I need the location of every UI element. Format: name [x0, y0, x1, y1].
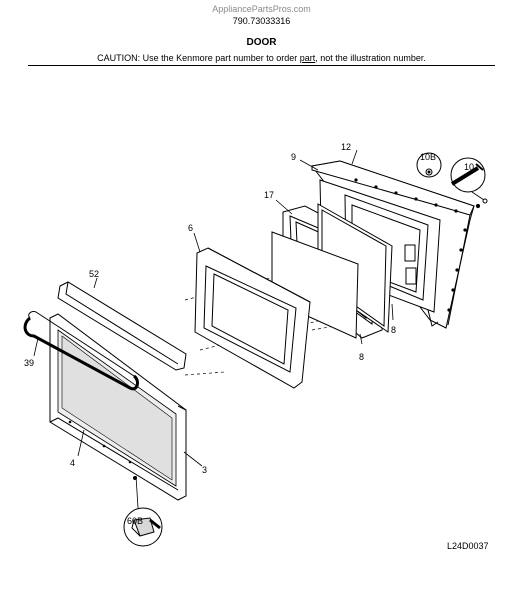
callout-17: 17 — [264, 190, 274, 200]
screw-detail-10 — [450, 157, 488, 209]
header-rule — [28, 65, 495, 66]
part-link[interactable]: part — [299, 53, 316, 63]
door-window-frame — [194, 247, 311, 389]
callout-4: 4 — [70, 458, 75, 468]
inner-door-liner — [311, 160, 475, 329]
callout-10b: 10B — [420, 152, 436, 162]
caution-text: CAUTION: Use the Kenmore part number to … — [97, 53, 300, 63]
figure-code: L24D0037 — [447, 541, 489, 551]
leader-lines — [33, 149, 394, 467]
callout-60b: 60B — [127, 516, 143, 526]
screw-detail-60b — [123, 475, 163, 547]
callout-numbers: 12 9 17 6 52 39 4 3 8 8 10B 10 60B — [24, 142, 474, 526]
site-watermark: AppliancePartsPros.com — [212, 4, 311, 14]
handle-trim — [57, 281, 187, 371]
screw-detail-10b — [416, 152, 442, 178]
caution-text-end: , not the illustration number. — [315, 53, 426, 63]
callout-39: 39 — [24, 358, 34, 368]
callout-3: 3 — [202, 465, 207, 475]
page-title: DOOR — [246, 37, 277, 48]
glass-pane-front — [271, 231, 359, 339]
door-handle — [23, 311, 139, 391]
model-number: 790.73033316 — [232, 16, 291, 26]
callout-52: 52 — [89, 269, 99, 279]
callout-12: 12 — [341, 142, 351, 152]
callout-10: 10 — [464, 162, 474, 172]
callout-6: 6 — [188, 223, 193, 233]
callout-8-rear: 8 — [391, 325, 396, 335]
callout-9: 9 — [291, 152, 296, 162]
outer-door-panel — [49, 313, 187, 501]
caution-note: CAUTION: Use the Kenmore part number to … — [0, 53, 523, 63]
callout-8-front: 8 — [359, 352, 364, 362]
